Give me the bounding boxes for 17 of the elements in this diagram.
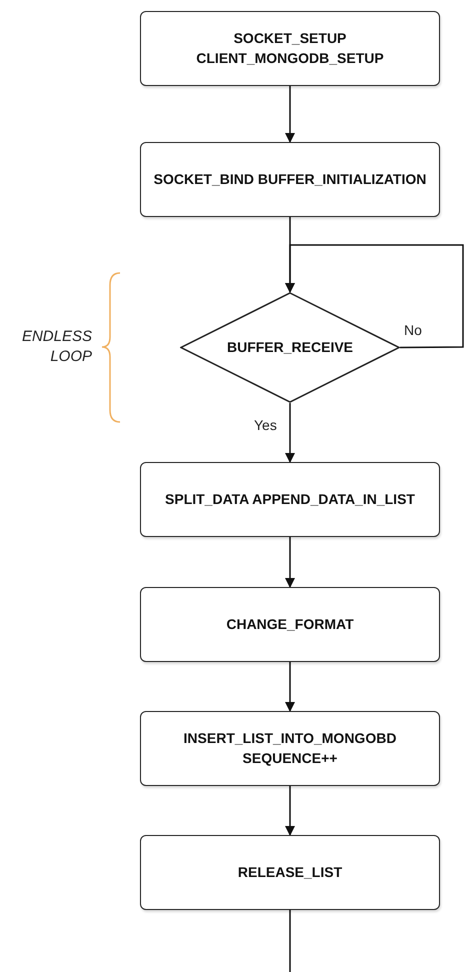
process-box: SOCKET_SETUP CLIENT_MONGODB_SETUP: [140, 11, 440, 86]
arrow: [285, 86, 295, 143]
arrow: [285, 662, 295, 712]
process-box: SOCKET_BIND BUFFER_INITIALIZATION: [140, 142, 440, 217]
arrow: [285, 786, 295, 836]
arrow: [285, 537, 295, 588]
arrow: [285, 403, 295, 463]
arrow: [285, 244, 464, 348]
edge-label: No: [402, 322, 424, 338]
process-box: CHANGE_FORMAT: [140, 587, 440, 662]
note-label: ENDLESS LOOP: [20, 327, 92, 366]
connector-line: [289, 910, 291, 972]
decision-diamond: BUFFER_RECEIVE: [180, 292, 400, 403]
process-box: RELEASE_LIST: [140, 835, 440, 910]
process-box: SPLIT_DATA APPEND_DATA_IN_LIST: [140, 462, 440, 537]
edge-label: Yes: [252, 417, 279, 433]
process-box: INSERT_LIST_INTO_MONGOBD SEQUENCE++: [140, 711, 440, 786]
